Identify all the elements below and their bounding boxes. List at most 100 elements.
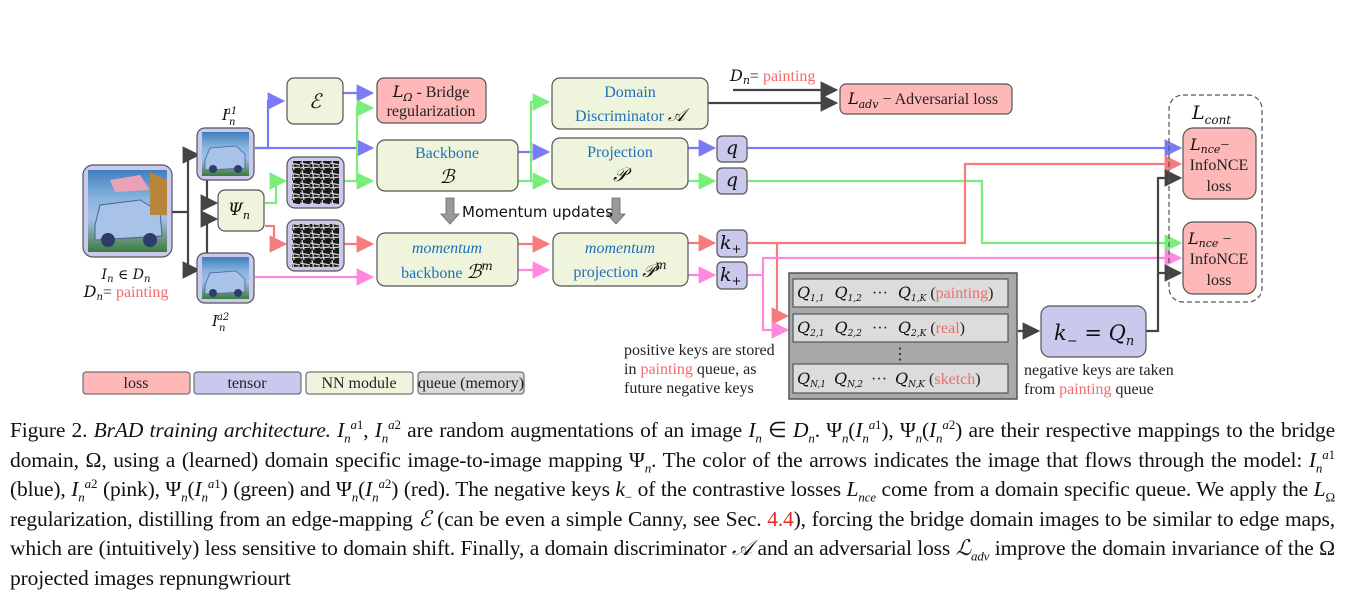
svg-text:Domain: Domain <box>604 84 656 101</box>
caption-title: BrAD training architecture. <box>93 418 331 442</box>
adversarial-domain-label: Dn= painting <box>729 66 815 87</box>
legend-item-tensor: tensor <box>193 371 302 395</box>
query-tensor-1: q <box>716 135 748 163</box>
svg-text:momentum: momentum <box>412 240 482 257</box>
svg-text:in painting queue, as: in painting queue, as <box>624 361 756 378</box>
contrastive-loss-group: Lcont <box>1168 94 1263 303</box>
legend-item-nn-module: NN module <box>305 371 414 395</box>
svg-text:queue (memory): queue (memory) <box>418 375 524 392</box>
negative-key-tensor: k− = Qn <box>1040 305 1147 358</box>
augmentation-1-sub: n <box>229 117 235 128</box>
psi-mapping-module: Ψn <box>217 189 265 232</box>
svg-text:Ψn: Ψn <box>228 200 250 222</box>
svg-text:InfoNCE: InfoNCE <box>1190 251 1249 268</box>
projection-module: Projection 𝒫 <box>551 137 689 190</box>
svg-text:ℰ: ℰ <box>309 89 323 113</box>
queue-vdots: ⋮ <box>892 346 908 363</box>
arrow-green-psi-to-edgemap1 <box>265 172 288 205</box>
bridge-regularization-loss: LΩ - Bridge regularization <box>376 77 487 124</box>
svg-text:InfoNCE: InfoNCE <box>1190 157 1249 174</box>
positive-keys-note: positive keys are stored in painting que… <box>624 342 775 397</box>
caption-text: (can be even a simple Canny, see Sec. <box>437 506 762 531</box>
caption-text: regularization, distilling from an edge-… <box>10 506 413 531</box>
domain-discriminator-module: Domain Discriminator 𝒜 <box>551 77 709 130</box>
svg-text:Lnce−: Lnce− <box>1189 135 1229 156</box>
svg-text:Projection: Projection <box>587 144 653 161</box>
legend: loss tensor NN module queue (memory) <box>82 371 525 395</box>
input-label-line2: Dn= painting <box>83 282 169 303</box>
svg-text:Q1,1Q1,2···Q1,K(painting): Q1,1Q1,2···Q1,K(painting) <box>797 283 993 304</box>
adversarial-loss: Ladv − Adversarial loss <box>839 83 1013 115</box>
svg-text:tensor: tensor <box>227 375 267 392</box>
negative-keys-note: negative keys are taken from painting qu… <box>1024 362 1174 398</box>
momentum-update-arrows: Momentum updates <box>440 197 626 225</box>
query-tensor-2: q <box>716 167 748 195</box>
svg-text:from painting queue: from painting queue <box>1024 381 1154 398</box>
caption-text: come from a domain specific queue. We ap… <box>881 477 1309 501</box>
momentum-arrow-projection <box>606 197 626 225</box>
infonce-loss-2: Lnce− InfoNCE loss <box>1182 221 1257 295</box>
figure-caption: Figure 2. BrAD training architecture. In… <box>10 416 1336 590</box>
svg-text:q: q <box>726 137 738 159</box>
bridge-image-2 <box>286 219 345 272</box>
arrow-aug2-to-psi <box>200 210 219 253</box>
svg-text:LΩ - Bridge: LΩ - Bridge <box>392 82 470 104</box>
augmentation-1-label: Ia1 <box>221 106 237 124</box>
augmentation-2-sub: n <box>219 323 225 334</box>
svg-text:future negative keys: future negative keys <box>624 380 754 397</box>
caption-figure-number: Figure 2. <box>10 418 88 442</box>
momentum-backbone-module: momentum backbone ℬm <box>376 232 519 287</box>
arrow-green-edgemap1-to-bridge-loss <box>355 99 375 181</box>
caption-text: ), forcing the bridge domain images to b… <box>10 506 1335 561</box>
caption-text: (green) and <box>233 477 331 501</box>
svg-text:QN,1QN,2···QN,K(sketch): QN,1QN,2···QN,K(sketch) <box>797 369 981 390</box>
arrow-aug1-to-psi <box>200 180 219 212</box>
caption-text: and an adversarial loss <box>757 536 951 560</box>
momentum-arrow-backbone <box>440 197 460 225</box>
caption-text: (pink), <box>102 477 160 501</box>
svg-text:loss: loss <box>124 375 149 392</box>
svg-text:Ladv − Adversarial loss: Ladv − Adversarial loss <box>847 89 998 111</box>
bridge-image-1 <box>286 156 345 209</box>
svg-text:k− = Qn: k− = Qn <box>1054 321 1134 349</box>
svg-text:momentum: momentum <box>585 240 655 257</box>
caption-text: are random augmentations of an image <box>407 418 743 442</box>
svg-text:backbone ℬm: backbone ℬm <box>401 259 493 283</box>
backbone-module: Backbone ℬ <box>376 139 519 192</box>
augmentation-2-image <box>196 252 255 304</box>
arrows <box>172 81 1183 340</box>
arrow-pink-kplus-to-queue <box>761 275 790 339</box>
svg-text:Lnce−: Lnce− <box>1187 229 1231 250</box>
input-image <box>82 164 173 258</box>
arrow-input-trunk <box>172 155 190 270</box>
caption-text: improve the domain invariance of the Ω p… <box>10 536 1336 590</box>
arrow-red-kplus-to-nce1 <box>747 155 1183 245</box>
architecture-diagram: In ∈ Dn Dn= painting Ia1 n Ia2 n Ψn <box>82 66 1263 400</box>
svg-text:regularization: regularization <box>387 103 476 120</box>
caption-text: (blue), <box>10 477 66 501</box>
svg-text:k+: k+ <box>720 264 742 288</box>
svg-text:Momentum updates: Momentum updates <box>462 203 613 221</box>
svg-text:NN module: NN module <box>321 375 396 392</box>
caption-text: . The color of the arrows indicates the … <box>651 447 1303 472</box>
svg-text:loss: loss <box>1207 272 1232 289</box>
edge-mapper-module: ℰ <box>286 77 344 125</box>
svg-text:k+: k+ <box>720 232 742 256</box>
svg-text:Discriminator 𝒜: Discriminator 𝒜 <box>575 105 690 126</box>
positive-key-tensor-1: k+ <box>716 229 748 258</box>
svg-text:positive keys are stored: positive keys are stored <box>624 342 775 359</box>
augmentation-2-label: Ia2 <box>211 312 229 330</box>
arrow-red-kplus-to-queue <box>771 243 790 325</box>
arrow-green-backbone-to-discriminator <box>529 93 551 181</box>
positive-key-tensor-2: k+ <box>716 261 748 290</box>
svg-text:Backbone: Backbone <box>415 145 479 162</box>
infonce-loss-1: Lnce− InfoNCE loss <box>1182 127 1257 200</box>
legend-item-loss: loss <box>82 371 191 395</box>
caption-text: are their respective mappings to the bri… <box>10 418 1335 472</box>
section-reference-link[interactable]: 4.4 <box>767 506 794 531</box>
arrow-red-psi-to-edgemap2 <box>265 224 288 253</box>
